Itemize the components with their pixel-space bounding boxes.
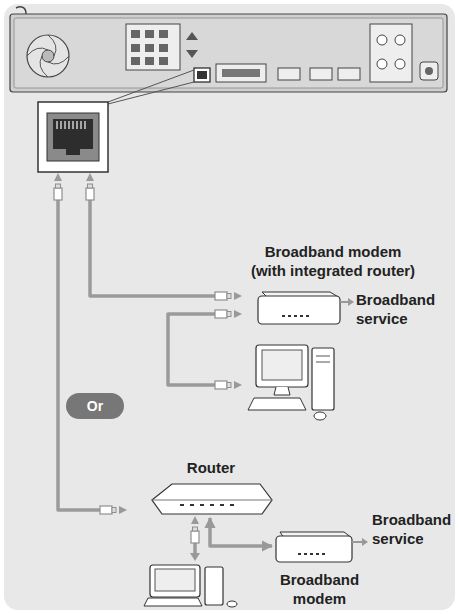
computer-icon xyxy=(144,598,202,606)
cable-plug xyxy=(190,553,200,561)
lan-port-inset xyxy=(38,70,194,172)
product-rear-panel xyxy=(126,24,180,70)
lan-port-inset xyxy=(53,119,93,149)
computer-icon xyxy=(248,398,306,410)
computer-icon xyxy=(274,387,290,395)
product-rear-panel xyxy=(159,44,168,52)
computer-icon xyxy=(256,345,308,387)
background-panel xyxy=(4,4,455,610)
product-rear-panel xyxy=(145,44,154,52)
cable-plug xyxy=(86,173,94,200)
product-rear-panel xyxy=(10,14,447,92)
lan-port-inset xyxy=(38,102,108,172)
computer-icon xyxy=(262,350,302,380)
product-rear-panel xyxy=(370,24,412,82)
modem-with-router-icon xyxy=(258,296,340,324)
product-rear-panel xyxy=(278,68,300,80)
product-rear-panel xyxy=(14,18,443,88)
product-rear-panel xyxy=(420,62,438,80)
computer-icon xyxy=(205,567,223,605)
computer-icon xyxy=(314,412,326,420)
computer-icon xyxy=(155,569,195,591)
product-rear-panel xyxy=(216,64,266,82)
product-rear-panel xyxy=(27,35,69,77)
product-rear-panel xyxy=(131,57,140,65)
device-label: Broadband modem xyxy=(272,570,367,608)
computer-icon xyxy=(316,356,330,362)
product-rear-panel xyxy=(159,57,168,65)
lan-port-inset xyxy=(57,121,85,129)
cable-plug xyxy=(215,381,242,389)
device-label: Broadband modem (with integrated router) xyxy=(247,242,419,280)
lan-cable xyxy=(58,200,100,510)
computer-icon xyxy=(312,348,334,410)
computer-icon xyxy=(150,565,200,597)
service-label: Broadband service xyxy=(356,290,440,328)
product-rear-panel xyxy=(145,57,154,65)
router-icon xyxy=(152,484,272,514)
modem-with-router-icon xyxy=(258,292,354,324)
cable-plug xyxy=(54,173,62,200)
product-rear-panel xyxy=(222,69,260,77)
product-rear-panel xyxy=(159,30,168,38)
computer-icon xyxy=(144,565,237,607)
modem-icon xyxy=(276,532,368,562)
cable-plug xyxy=(215,292,242,300)
modem-icon xyxy=(276,536,352,562)
device-label: Router xyxy=(187,458,235,477)
background-panel xyxy=(4,4,455,610)
product-rear-panel xyxy=(425,67,433,75)
product-rear-panel xyxy=(16,7,26,14)
modem-router-node: Broadband modem (with integrated router) xyxy=(247,242,419,284)
product-rear-panel xyxy=(197,71,207,79)
cable-plug xyxy=(191,516,199,543)
cable-plug xyxy=(100,506,127,514)
product-rear-panel xyxy=(194,68,210,82)
product-rear-panel xyxy=(310,68,332,80)
modem-icon xyxy=(298,553,325,555)
router-icon xyxy=(152,484,272,514)
modem-icon xyxy=(362,538,368,546)
product-rear-panel xyxy=(131,30,140,38)
lan-cable xyxy=(90,200,215,296)
product-rear-panel xyxy=(10,7,447,92)
lan-port-inset xyxy=(108,70,194,102)
product-rear-panel xyxy=(27,35,69,77)
product-rear-panel xyxy=(338,68,360,80)
lan-port-inset xyxy=(66,149,80,155)
modem-with-router-icon xyxy=(282,315,309,317)
router-node: Router xyxy=(148,458,274,518)
product-rear-panel xyxy=(42,50,54,62)
service-label: Broadband service xyxy=(372,510,456,548)
modem-node: Broadband modem xyxy=(272,530,367,608)
lan-cable xyxy=(210,518,272,546)
or-badge: Or xyxy=(66,393,124,419)
product-rear-panel xyxy=(395,35,405,45)
product-rear-panel xyxy=(377,59,387,69)
lan-port-inset xyxy=(47,113,99,161)
computer-icon xyxy=(227,601,237,607)
product-rear-panel xyxy=(186,32,198,58)
modem-with-router-icon xyxy=(348,298,354,306)
computer-icon xyxy=(248,345,334,420)
product-rear-panel xyxy=(145,30,154,38)
lan-cable xyxy=(193,543,197,553)
cable-plug xyxy=(215,310,242,318)
product-rear-panel xyxy=(377,35,387,45)
router-icon xyxy=(180,504,234,506)
lan-cable xyxy=(168,314,215,385)
router-icon xyxy=(152,500,272,501)
product-rear-panel xyxy=(395,59,405,69)
product-rear-panel xyxy=(131,44,140,52)
lan-port-inset xyxy=(108,82,194,104)
